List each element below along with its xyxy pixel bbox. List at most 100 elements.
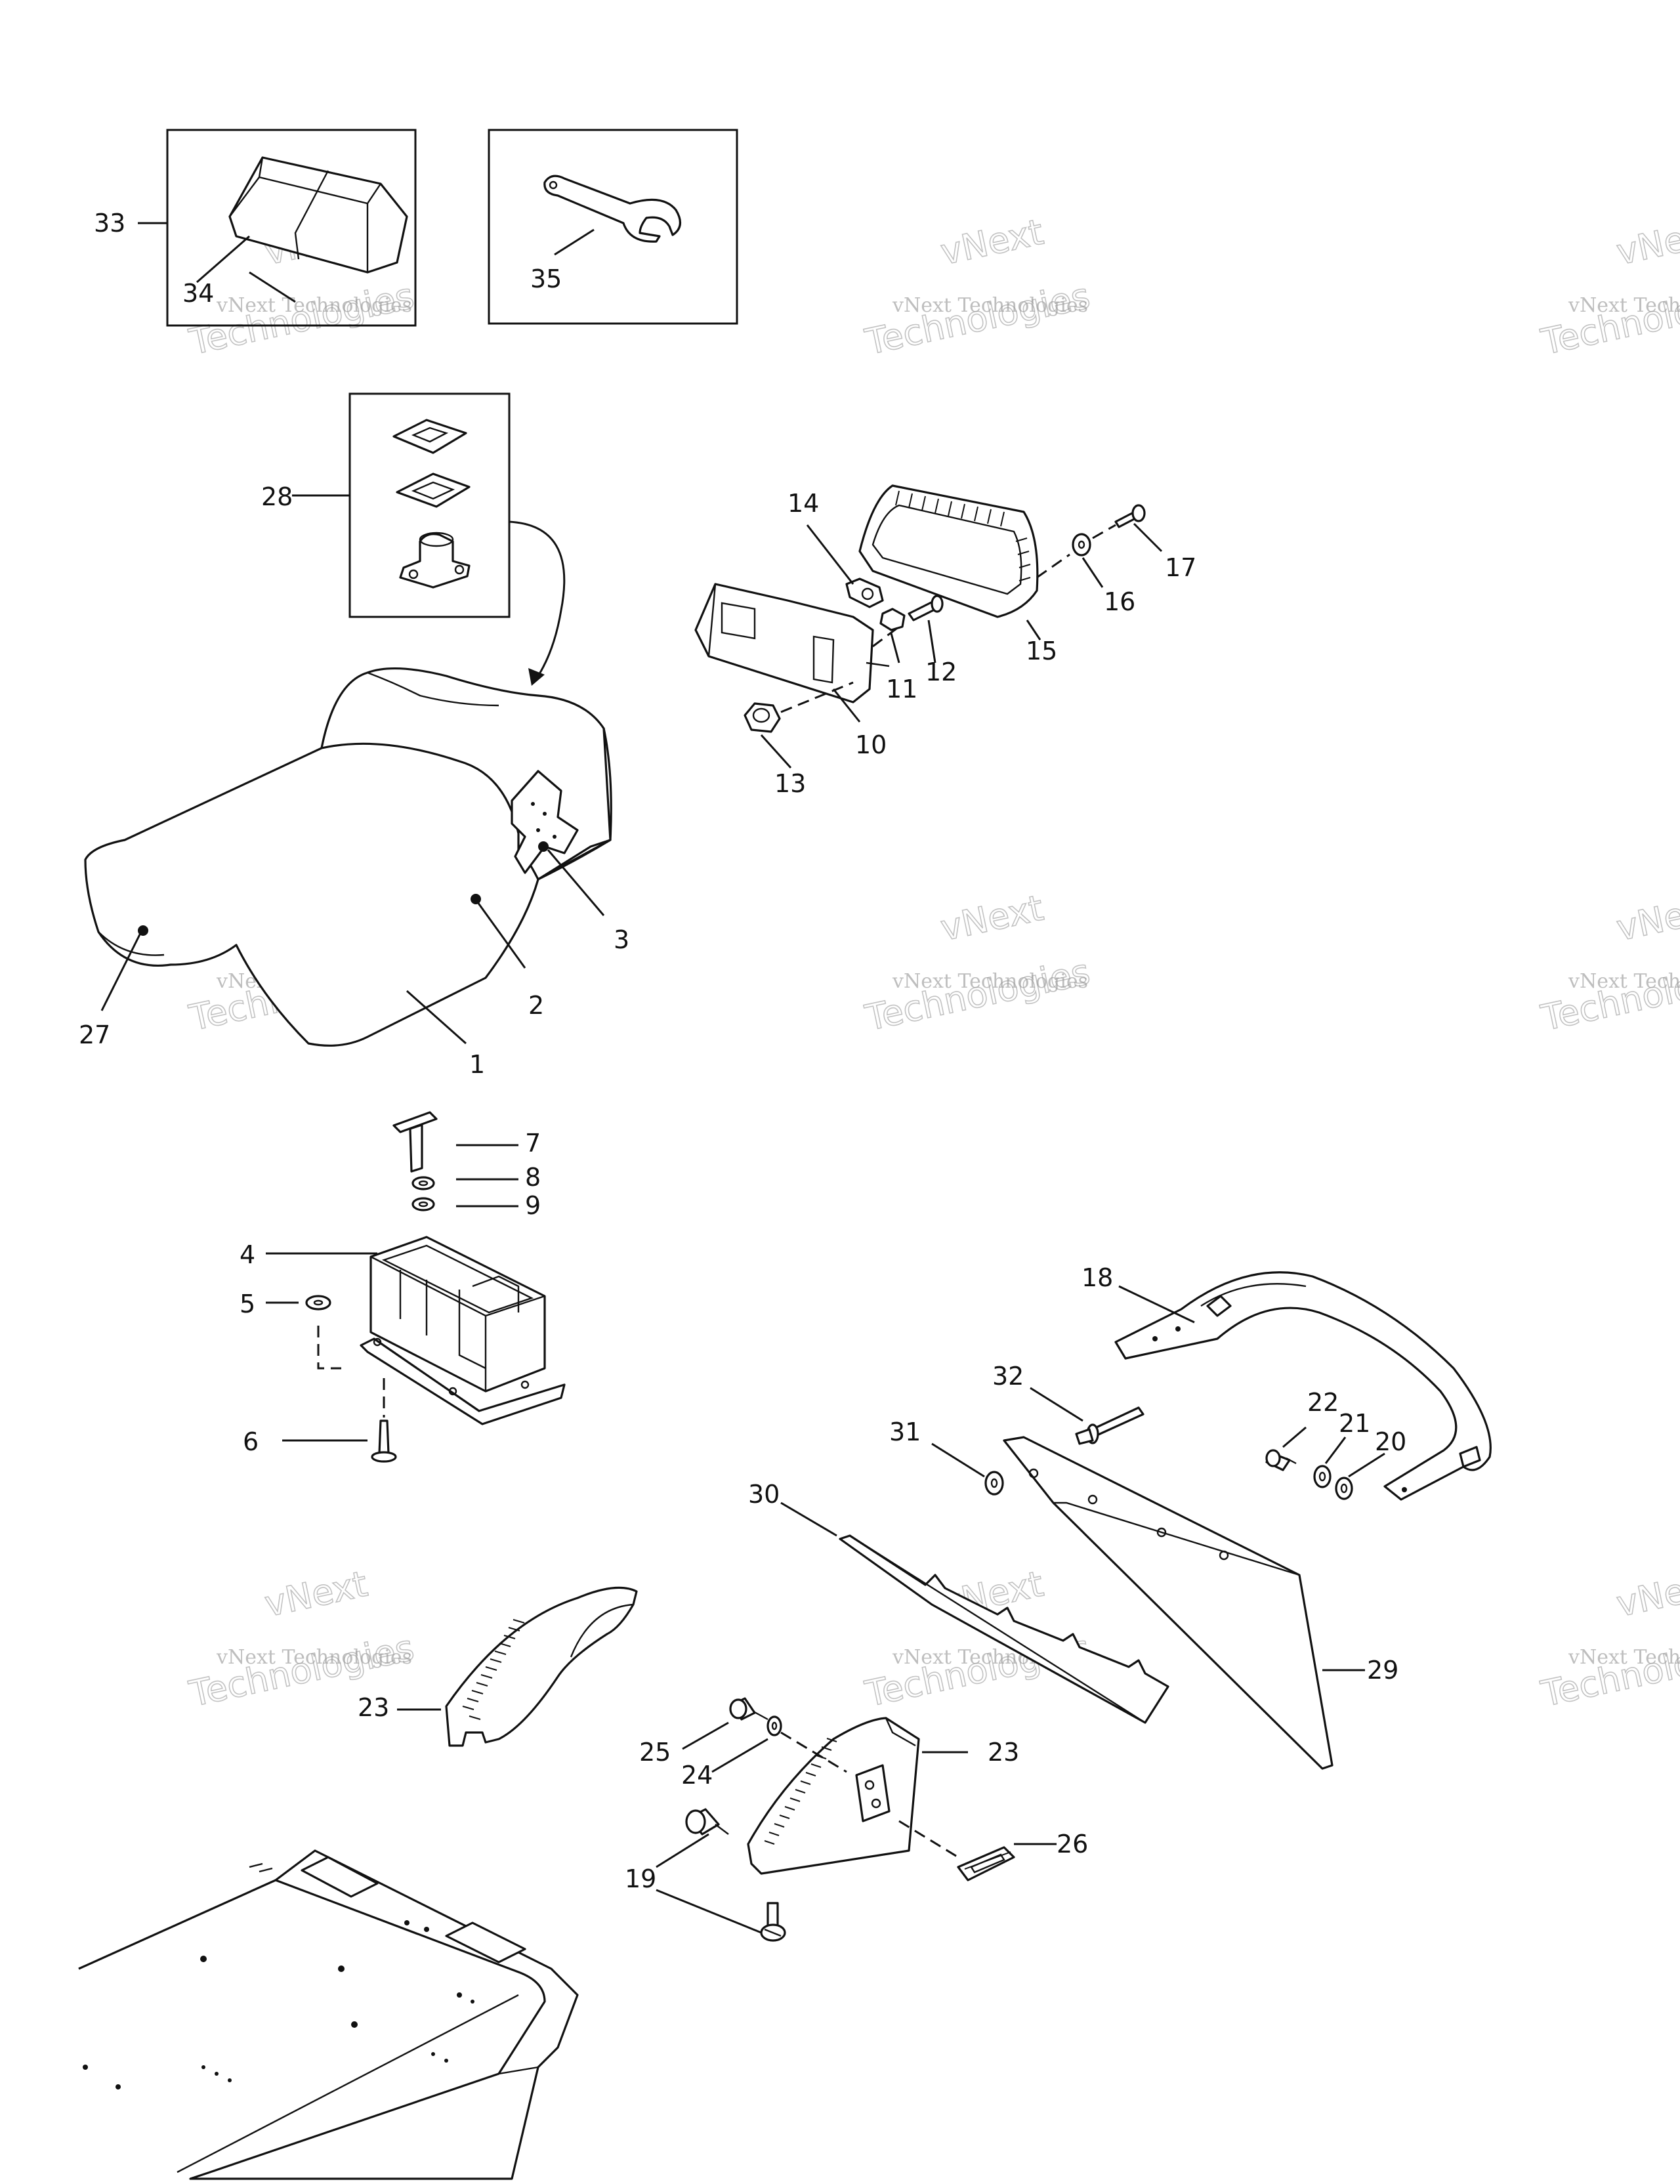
svg-text:vNext: vNext (1613, 1563, 1680, 1625)
axis-line (872, 625, 900, 648)
watermark: vNext vNext Technologies Technologies (1537, 1563, 1680, 1715)
callout-label: 8 (525, 1163, 541, 1192)
callout-label: 23 (358, 1693, 389, 1722)
leader-line (1118, 1285, 1195, 1324)
cover-vents (462, 1619, 525, 1720)
seat-assembly-part (84, 667, 612, 1047)
callout-label: 28 (261, 482, 293, 511)
svg-text:vNext Technologies: vNext Technologies (1568, 970, 1680, 993)
callout-label: 20 (1375, 1427, 1406, 1456)
svg-text:vNext Technologies: vNext Technologies (892, 294, 1088, 317)
callout-label: 27 (79, 1020, 110, 1049)
gasket-part (392, 419, 467, 454)
callout-label: 7 (525, 1129, 541, 1158)
svg-text:vNext Technologies: vNext Technologies (1568, 1646, 1680, 1669)
axis-line (780, 681, 854, 713)
fastener-dot (538, 841, 549, 852)
leader-line (760, 734, 792, 769)
leader-line (711, 1738, 768, 1773)
svg-text:vNext: vNext (937, 211, 1047, 273)
callout-label: 13 (774, 769, 806, 798)
leader-line (1324, 1437, 1347, 1464)
assembly-arrow (508, 520, 566, 677)
callout-label: 5 (240, 1290, 255, 1318)
leader-line (780, 1502, 837, 1537)
axis-line (780, 1731, 847, 1773)
storage-box-part (360, 1236, 566, 1425)
right-side-cover-part (747, 1717, 920, 1875)
callout-label: 16 (1104, 587, 1135, 616)
leader-line (196, 235, 250, 284)
leader-line (931, 1442, 985, 1478)
callout-label: 30 (748, 1480, 780, 1509)
grommet-part (957, 1846, 1015, 1881)
svg-text:vNext: vNext (261, 1563, 371, 1625)
callout-label: 21 (1339, 1409, 1370, 1438)
leader-line (406, 990, 467, 1045)
lens-ribs (895, 490, 1031, 581)
nut-part (744, 702, 781, 733)
watermark: vNext vNext Technologies Technologies (1537, 211, 1680, 364)
svg-text:Technologies: Technologies (862, 951, 1093, 1039)
svg-text:vNext Technologies: vNext Technologies (216, 294, 412, 317)
leader-line (832, 688, 861, 723)
watermark: vNext vNext Technologies Technologies (185, 1563, 418, 1715)
leader-line (1282, 1426, 1307, 1448)
spanner-wrench-part (543, 175, 681, 243)
screw-part (760, 1902, 786, 1942)
leader-line (890, 633, 900, 663)
bolt-part (1265, 1449, 1297, 1471)
tool-35-box (488, 129, 738, 325)
leader-line (554, 228, 595, 256)
callout-label: 19 (625, 1864, 656, 1893)
t-bolt-part (392, 1111, 438, 1173)
callout-label: 24 (681, 1761, 713, 1790)
svg-text:Technologies: Technologies (186, 275, 417, 363)
svg-text:Technologies: Technologies (862, 275, 1093, 363)
callout-label: 25 (639, 1738, 671, 1767)
callout-label: 10 (855, 730, 887, 759)
washer-part (305, 1295, 331, 1311)
leader-line (1133, 522, 1163, 553)
watermark: vNext vNext Technologies Technologies (861, 1563, 1094, 1715)
svg-text:vNext: vNext (1613, 211, 1680, 273)
callout-label: 34 (182, 279, 214, 308)
axis-line (1092, 524, 1116, 539)
leader-line (249, 271, 296, 303)
screw-part (371, 1419, 397, 1463)
callout-label: 18 (1082, 1263, 1113, 1292)
svg-text:Technologies: Technologies (1538, 1627, 1680, 1715)
kit-box-frame (348, 392, 511, 618)
svg-text:vNext Technologies: vNext Technologies (892, 970, 1088, 993)
mount-plate (855, 1764, 891, 1822)
callout-label: 2 (528, 991, 544, 1020)
vehicle-body-part (78, 1849, 579, 2180)
callout-label: 32 (992, 1362, 1024, 1391)
kit-28-box (292, 392, 511, 618)
plate-part (396, 472, 471, 508)
leader-line (682, 1721, 729, 1750)
callout-label: 11 (886, 675, 917, 704)
rivet-part (1075, 1406, 1144, 1445)
leader-line (100, 931, 142, 1011)
tail-light-assembly-part (694, 484, 1146, 733)
leader-line (1026, 620, 1041, 640)
callout-label: 4 (240, 1240, 255, 1269)
axis-line (317, 1326, 341, 1370)
fastener-dot (471, 894, 481, 904)
bulb-part (845, 578, 884, 608)
snow-flap-part (1003, 1436, 1334, 1770)
callout-labels: 27 1 2 3 4 5 6 7 8 9 10 11 12 13 14 15 1… (79, 209, 1406, 1893)
washer-part (1072, 533, 1091, 556)
washer-part (984, 1471, 1004, 1496)
screw-part (685, 1808, 729, 1836)
callout-label: 17 (1165, 553, 1196, 582)
washer-part (1335, 1477, 1353, 1500)
screw-part (729, 1697, 768, 1721)
kit-33-box (138, 129, 417, 327)
seat-cover-pad-part (228, 156, 408, 274)
callout-label: 12 (925, 658, 957, 686)
svg-text:Technologies: Technologies (1538, 951, 1680, 1039)
callout-label: 33 (94, 209, 125, 238)
callout-label: 3 (614, 925, 629, 954)
